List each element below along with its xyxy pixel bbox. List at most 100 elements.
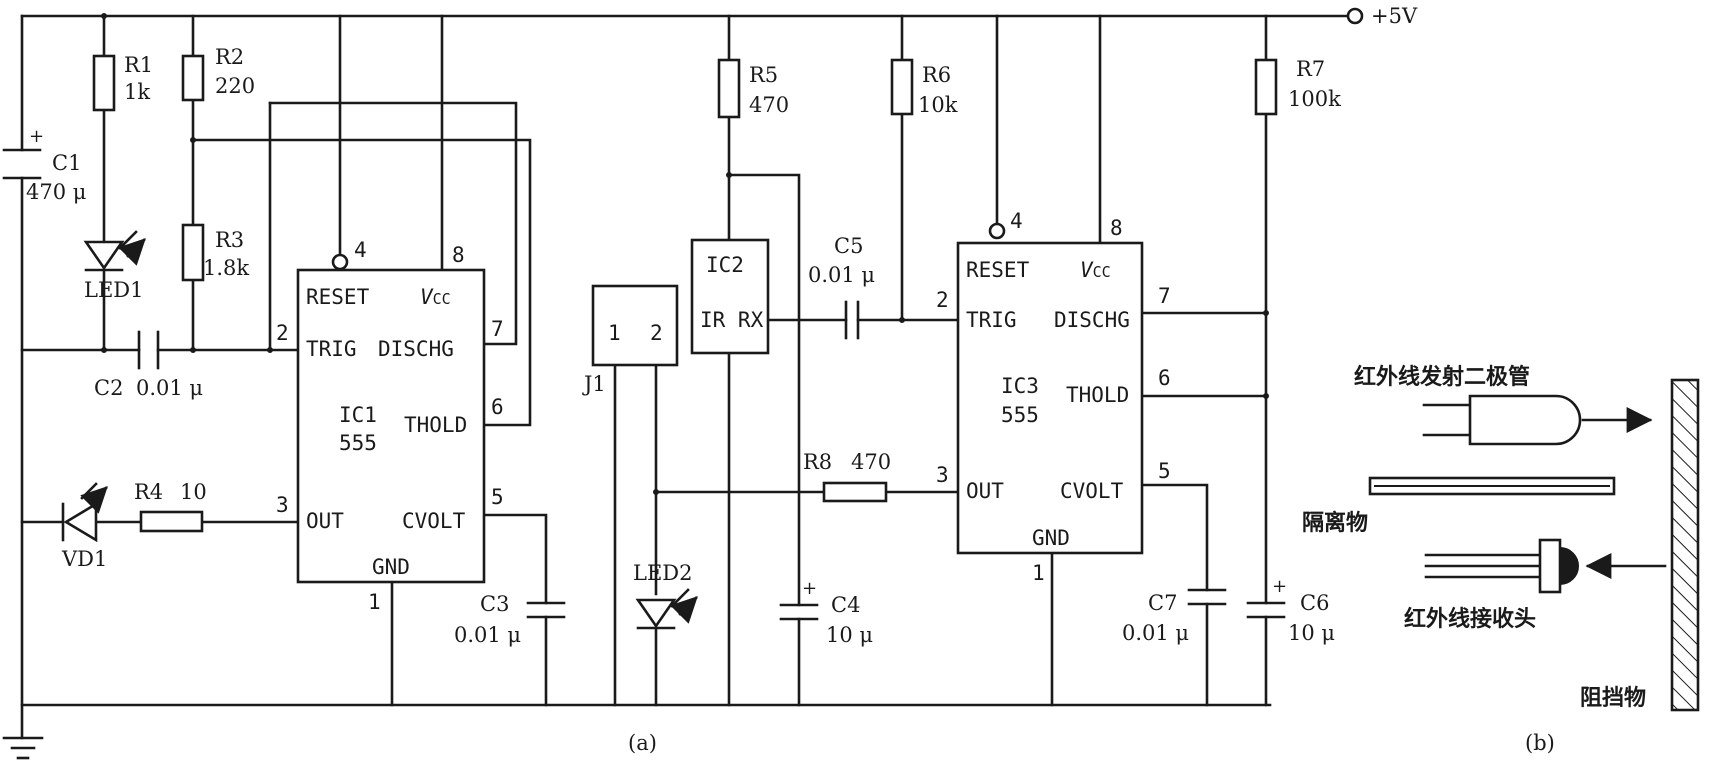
ic1-pin-1: 1 [368,590,381,614]
ic2-name: IC2 [706,253,744,277]
c5-name: C5 [834,234,863,258]
supply-terminal: +5V [1346,4,1418,28]
r4-value: 10 [180,480,207,504]
capacitor-c2: C2 0.01 μ [94,330,203,400]
led1-label: LED1 [84,278,143,302]
ic3-part: 555 [1001,403,1039,427]
resistor-r5: R5 470 [717,58,789,119]
r5-value: 470 [749,93,789,117]
resistor-r6: R6 10k [890,58,958,117]
ic1-555: RESET VCC TRIG DISCHG IC1 555 THOLD OUT … [276,238,504,614]
c3-name: C3 [480,592,509,616]
ic3-dischg: DISCHG [1054,308,1130,332]
ic1-reset: RESET [306,285,370,309]
r6-name: R6 [922,63,951,87]
resistor-r3: R3 1.8k [181,223,249,282]
capacitor-c1: + C1 470 μ [2,126,86,204]
ir-emitter-diode: 红外线发射二极管 [1354,364,1653,446]
ic1-out: OUT [306,509,344,533]
c6-plus: + [1272,576,1287,597]
ic1-pin-3: 3 [276,493,289,517]
resistor-r4: R4 10 [134,480,207,533]
ic3-vcc: VCC [1080,258,1111,282]
ic1-pin-8: 8 [452,243,465,267]
ic2-ir-receiver: IC2 IR RX [690,238,770,355]
led2: LED2 [633,561,696,630]
r5-name: R5 [749,63,778,87]
resistor-r2: R2 220 [181,45,255,102]
ic3-name: IC3 [1001,374,1039,398]
c5-value: 0.01 μ [808,263,875,287]
capacitor-c3: C3 0.01 μ [454,592,566,647]
c4-plus: + [802,578,817,599]
figure-b: 红外线发射二极管 隔离物 红外线接收头 阻挡物 [1302,364,1700,712]
caption-b: (b) [1525,731,1555,755]
ic1-pin-6: 6 [491,395,504,419]
ic2-function: IR RX [700,308,764,332]
capacitor-c6: + C6 10 μ [1246,576,1335,645]
resistor-r8: R8 470 [803,450,891,503]
r4-name: R4 [134,480,163,504]
connector-j1: 1 2 J1 [582,284,679,396]
c7-value: 0.01 μ [1122,621,1189,645]
ic3-pin-3: 3 [936,463,949,487]
ic3-gnd: GND [1032,526,1070,550]
c3-value: 0.01 μ [454,623,521,647]
capacitor-c5: C5 0.01 μ [808,234,875,340]
supply-label: +5V [1371,4,1418,28]
j1-pin1: 1 [608,321,621,345]
led1: LED1 [83,232,144,302]
r8-name: R8 [803,450,832,474]
ic3-pin-5: 5 [1158,459,1171,483]
ic1-thold: THOLD [404,413,467,437]
separator-label: 隔离物 [1302,510,1368,536]
emitter-label: 红外线发射二极管 [1354,364,1530,390]
ic3-reset: RESET [966,258,1030,282]
ic1-pin-2: 2 [276,321,289,345]
j1-pin2: 2 [650,321,663,345]
r3-name: R3 [215,228,244,252]
c2-value: 0.01 μ [136,376,203,400]
ir-receiver-head: 红外线接收头 [1404,538,1667,632]
obstacle-label: 阻挡物 [1580,685,1646,711]
r2-name: R2 [215,45,244,69]
wires [20,14,1356,740]
capacitor-c7: C7 0.01 μ [1122,588,1227,645]
led2-label: LED2 [633,561,692,585]
resistor-r7: R7 100k [1254,57,1341,116]
capacitor-c4: + C4 10 μ [779,578,873,647]
ic3-trig: TRIG [966,308,1017,332]
ic1-name: IC1 [339,403,377,427]
c2-name: C2 [94,376,123,400]
c1-value: 470 μ [26,180,86,204]
ic3-pin-8: 8 [1110,216,1123,240]
ic1-part: 555 [339,431,377,455]
ic1-pin-5: 5 [491,485,504,509]
c6-value: 10 μ [1288,621,1335,645]
r2-value: 220 [215,74,255,98]
ic3-pin-6: 6 [1158,366,1171,390]
ic3-pin-7: 7 [1158,284,1171,308]
ic1-pin-7: 7 [491,317,504,341]
vd1-label: VD1 [61,547,107,571]
c7-name: C7 [1148,591,1177,615]
ic1-cvolt: CVOLT [402,509,466,533]
ic3-pin-2: 2 [936,288,949,312]
r3-value: 1.8k [203,256,249,280]
junctions [101,13,1269,495]
c1-plus: + [29,126,44,147]
r7-name: R7 [1296,57,1325,81]
vd1: VD1 [61,484,107,571]
ic1-gnd: GND [372,555,410,579]
c6-name: C6 [1300,591,1329,615]
r1-value: 1k [124,80,150,104]
ic1-vcc: VCC [420,285,451,309]
caption-a: (a) [628,731,657,755]
ic3-555: RESET VCC TRIG DISCHG IC3 555 THOLD OUT … [936,209,1171,585]
r8-value: 470 [851,450,891,474]
c4-name: C4 [831,593,860,617]
r6-value: 10k [918,93,958,117]
separator-bar: 隔离物 [1302,476,1616,536]
ic1-dischg: DISCHG [378,337,454,361]
